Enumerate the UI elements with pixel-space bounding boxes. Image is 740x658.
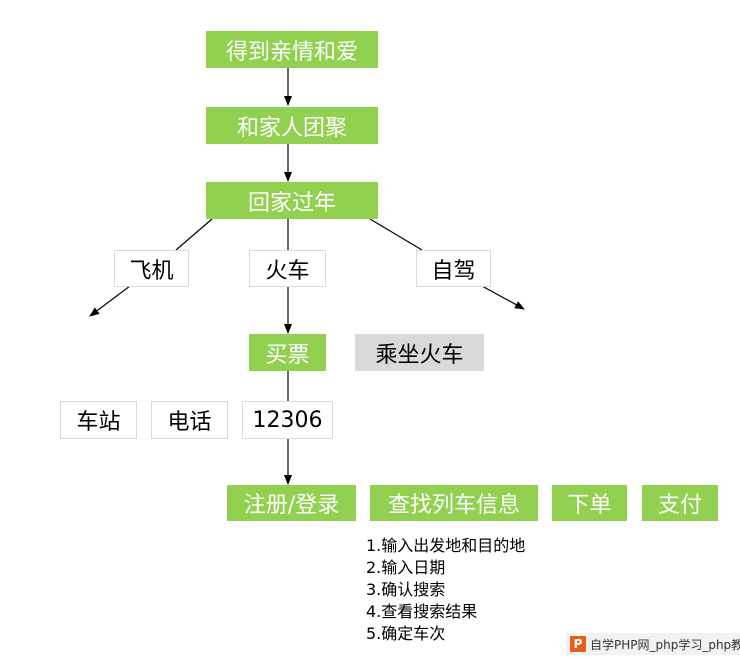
node-reunion: 和家人团聚 [206, 107, 378, 144]
node-search: 查找列车信息 [370, 485, 538, 521]
node-phone: 电话 [151, 401, 228, 439]
step-item: 2.输入日期 [366, 558, 446, 577]
step-item: 5.确定车次 [366, 624, 446, 643]
step-item: 4.查看搜索结果 [366, 602, 478, 621]
node-train: 火车 [249, 250, 326, 287]
step-item: 1.输入出发地和目的地 [366, 536, 526, 555]
arrow-drive-out [481, 285, 525, 310]
node-ride-train: 乘坐火车 [355, 334, 484, 371]
node-family-love: 得到亲情和爱 [206, 31, 378, 68]
arrow-plane-out [89, 285, 131, 317]
node-new-year: 回家过年 [206, 182, 378, 219]
step-item: 3.确认搜索 [366, 580, 446, 599]
node-register: 注册/登录 [227, 485, 356, 521]
node-pay: 支付 [642, 485, 718, 521]
watermark-text: 自学PHP网_php学习_php教程 [590, 637, 740, 652]
node-12306: 12306 [242, 401, 333, 439]
line-newyear-plane [175, 218, 213, 251]
node-plane: 飞机 [114, 250, 189, 287]
steps-list: 1.输入出发地和目的地 2.输入日期 3.确认搜索 4.查看搜索结果 5.确定车… [366, 535, 525, 645]
node-buy-ticket: 买票 [249, 334, 326, 371]
node-drive: 自驾 [416, 250, 491, 287]
node-station: 车站 [60, 401, 137, 439]
watermark: P 自学PHP网_php学习_php教程 [566, 633, 740, 655]
php-logo-icon: P [570, 636, 586, 652]
line-newyear-drive [369, 218, 423, 251]
node-order: 下单 [552, 485, 627, 521]
